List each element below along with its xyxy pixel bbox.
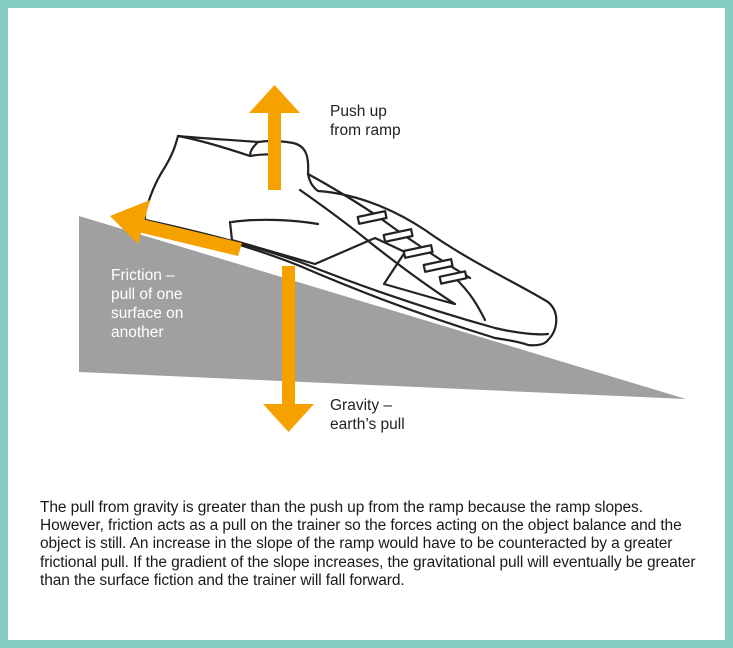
- lace-5: [438, 270, 468, 285]
- ramp: [79, 216, 686, 399]
- trainer-toe: [453, 276, 487, 322]
- trainer-collar: [176, 134, 252, 158]
- arrow-up-left-icon: [110, 200, 242, 256]
- arrow-up-icon: [249, 85, 300, 190]
- lace-3: [402, 244, 434, 259]
- push-up-label: Push up from ramp: [330, 103, 401, 139]
- trainer-side-panel: [228, 220, 457, 306]
- lace-2: [382, 228, 414, 243]
- diagram-caption: The pull from gravity is greater than th…: [40, 499, 696, 589]
- trainer-icon: [143, 134, 558, 347]
- trainer-panel-line: [230, 218, 320, 226]
- trainer-eyestay: [298, 188, 457, 306]
- trainer-upper: [143, 134, 558, 347]
- lace-1: [356, 210, 388, 225]
- arrow-down-icon: [263, 266, 314, 432]
- gravity-label: Gravity – earth’s pull: [330, 397, 405, 433]
- friction-label: Friction – pull of one surface on anothe…: [111, 267, 184, 341]
- lace-4: [422, 258, 454, 273]
